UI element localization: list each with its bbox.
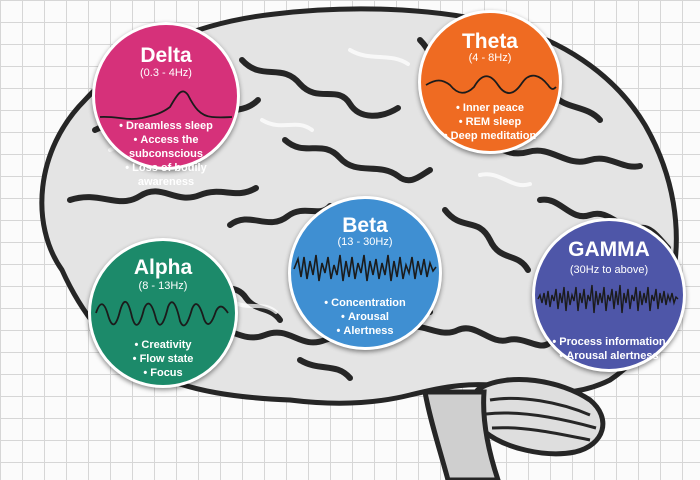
delta-frequency: (0.3 - 4Hz) [140,67,192,79]
beta-waveform [293,254,437,282]
beta-effects-list: Concentration Arousal Alertness [291,296,439,338]
beta-frequency: (13 - 30Hz) [337,236,393,248]
theta-frequency: (4 - 8Hz) [468,52,512,64]
gamma-wave-circle: GAMMA (30Hz to above) Process informatio… [532,218,686,372]
alpha-waveform [95,301,229,327]
delta-title: Delta [140,44,192,67]
delta-effect-item: awareness [137,176,195,188]
beta-effect-item: Arousal [291,310,439,324]
theta-effects-list: Inner peace REM sleep Deep meditation [421,101,559,143]
alpha-effects-list: Creativity Flow state Focus [91,338,235,380]
theta-effect-item: Deep meditation [421,129,559,143]
alpha-title: Alpha [133,256,193,279]
beta-wave-circle: Beta (13 - 30Hz) Concentration Arousal A… [288,196,442,350]
gamma-frequency: (30Hz to above) [569,264,649,276]
theta-title: Theta [461,30,518,53]
delta-wave-circle: Delta (0.3 - 4Hz) Dreamless sleep Access… [92,22,240,188]
alpha-effect-item: Creativity [91,338,235,352]
alpha-frequency: (8 - 13Hz) [138,280,188,292]
alpha-effect-item: Flow state [91,352,235,366]
delta-effect-item: Access the subconscious [95,133,237,161]
alpha-wave-circle: Alpha (8 - 13Hz) Creativity Flow state F… [88,238,238,388]
delta-effect-item: Loss of bodily [95,161,237,175]
theta-effect-item: REM sleep [421,115,559,129]
gamma-effect-item: Process information [535,335,683,349]
beta-effect-item: Alertness [291,324,439,338]
delta-effects-list: Dreamless sleep Access the subconscious … [95,119,237,189]
brainstem-shape [422,389,501,480]
theta-waveform [425,74,557,94]
cerebellum-folds [485,396,597,442]
theta-wave-circle: Theta (4 - 8Hz) Inner peace REM sleep De… [418,10,562,154]
delta-waveform [99,90,233,120]
beta-effect-item: Concentration [291,296,439,310]
gamma-title: GAMMA [568,238,650,261]
delta-effect-item: Dreamless sleep [95,119,237,133]
theta-effect-item: Inner peace [421,101,559,115]
gamma-effect-item: Arousal alertness [535,349,683,363]
beta-title: Beta [342,214,388,237]
alpha-effect-item: Focus [91,366,235,380]
gamma-effects-list: Process information Arousal alertness [535,335,683,363]
gamma-waveform [537,284,679,314]
